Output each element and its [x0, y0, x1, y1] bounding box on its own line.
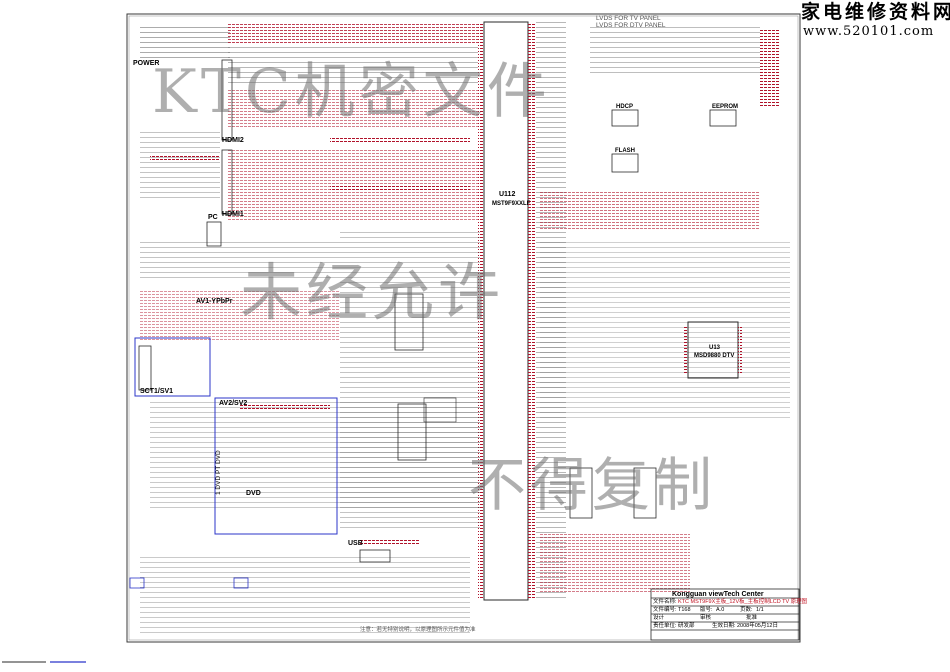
av2-block-frame: [214, 397, 338, 535]
lvds-note-1: LVDS FOR TV PANEL: [596, 15, 661, 22]
sheet-border: [126, 13, 801, 643]
label-dvd-side: 1 DVD PT DVD: [215, 450, 222, 495]
watermark-no-permission: 未经允许: [240, 256, 505, 329]
title-row2-value: T168: [678, 607, 691, 613]
title-row4-label: 责任单位:: [653, 623, 677, 629]
title-row3b-label: 审核: [700, 615, 712, 621]
label-hdcp: HDCP: [616, 104, 634, 110]
title-row3-label: 设计: [653, 615, 665, 621]
label-dvd: DVD: [246, 490, 261, 497]
sheet-border-inner: [128, 15, 799, 641]
title-row1-value: KTC MST9F9X主板_12V板_主板控制LCD TV 原理图: [678, 599, 808, 605]
ddr-bus: [540, 532, 690, 592]
title-block-frame: [650, 588, 800, 641]
hdcp-ic: [611, 109, 639, 127]
label-pc: PC: [208, 214, 218, 221]
audio-switch-ic: [394, 293, 424, 351]
input-section: [140, 24, 480, 528]
title-row4b-value: 2008年05月12日: [737, 623, 778, 629]
site-name: 家电维修资料网: [801, 1, 950, 23]
memory-bus: [540, 190, 760, 230]
label-u13-part: MSD9880 DTV: [694, 353, 735, 359]
title-row2c-value: 1/1: [756, 607, 764, 613]
label-av1: AV1-YPbPr: [196, 298, 233, 305]
truth-table: [423, 397, 457, 423]
label-hdmi2: HDMI2: [222, 137, 244, 144]
lvds-note-2: LVDS FOR DTV PANEL: [596, 22, 666, 29]
esd-diode-array: [150, 138, 470, 546]
bottom-note: 注意：若无特别说明，以原理图所示元件值为准: [360, 627, 476, 633]
title-row2-label: 文件编号:: [653, 607, 677, 613]
lvds-wiring: [590, 24, 760, 74]
power-tab-mid: [233, 577, 249, 589]
label-power: POWER: [133, 60, 160, 67]
scart-block-frame: [134, 337, 211, 397]
hdmi2-connector: [221, 59, 233, 141]
power-section: [140, 555, 470, 635]
video-switch-ic: [397, 403, 427, 461]
ddr-ic-2: [633, 467, 657, 519]
title-row3c-label: 批准: [746, 615, 758, 621]
title-row4-value: 研发部: [678, 623, 695, 629]
label-hdmi1: HDMI1: [222, 211, 244, 218]
title-row2b-value: A.0: [716, 607, 725, 613]
label-scart: SCT1/SV1: [140, 388, 174, 395]
vga-connector: [206, 221, 222, 247]
scart-connector: [138, 345, 152, 391]
label-eeprom: EEPROM: [712, 104, 739, 110]
ddr-ic-1: [569, 467, 593, 519]
label-av2: AV2/SV2: [219, 400, 248, 407]
watermark-no-copy: 不得复制: [468, 451, 717, 519]
eeprom-ic: [709, 109, 737, 127]
power-tab-left: [129, 577, 145, 589]
title-row2b-label: 版号:: [700, 607, 713, 613]
title-row2c-label: 页数:: [740, 607, 753, 613]
watermark-confidential: KTC机密文件: [152, 57, 551, 127]
title-row4b-label: 生效日期:: [712, 623, 736, 629]
label-u13: U13: [709, 345, 721, 351]
label-flash: FLASH: [615, 148, 635, 154]
label-u112-part: MST9F9XXLF: [492, 201, 531, 207]
label-u112: U112: [499, 191, 516, 198]
site-url: www.520101.com: [803, 24, 935, 39]
title-company: Kongguan viewTech Center: [672, 591, 764, 598]
label-usb: USB: [348, 540, 363, 547]
hdmi1-connector: [221, 149, 233, 215]
right-wiring: [540, 240, 790, 420]
flash-ic: [611, 153, 639, 173]
title-row1-label: 文件名称:: [653, 599, 677, 605]
lvds-connector: [760, 28, 780, 108]
